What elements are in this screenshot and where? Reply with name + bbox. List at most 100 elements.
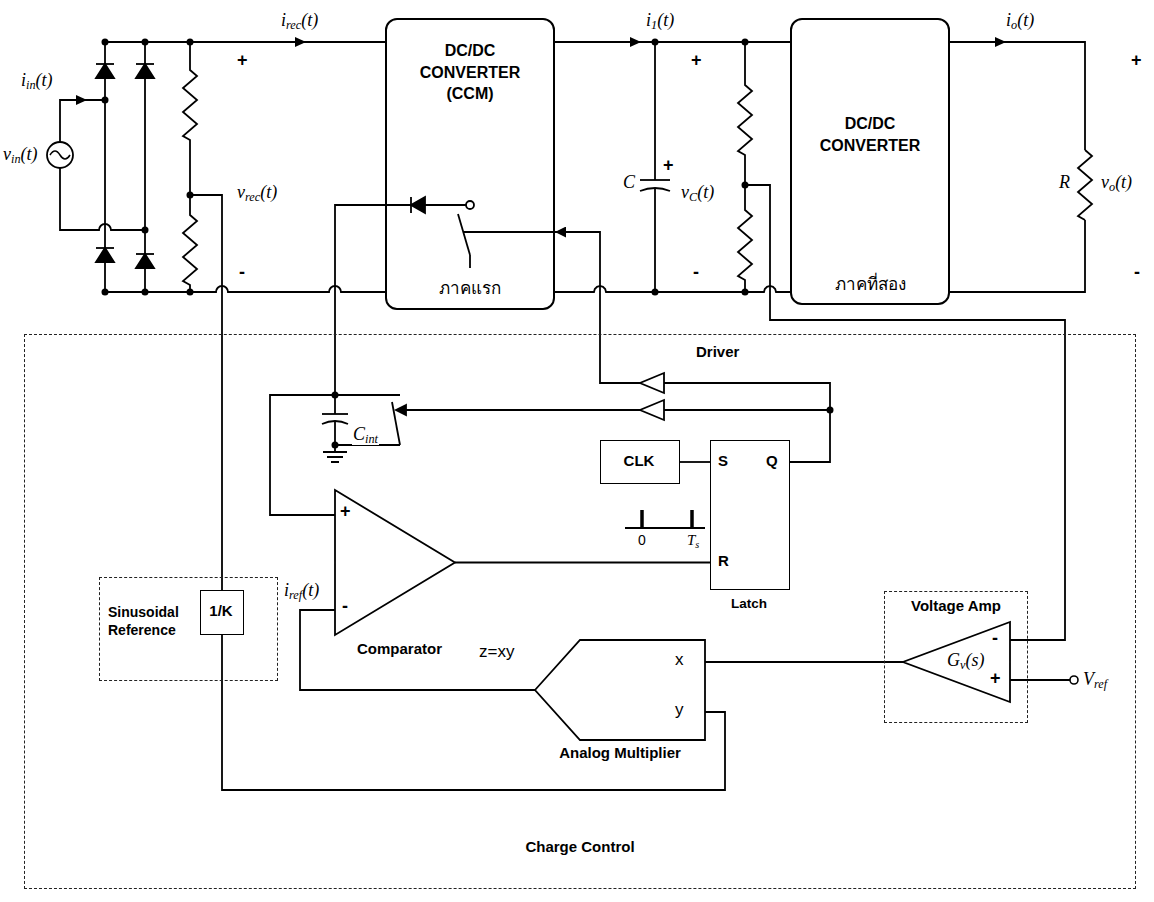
signal-name: i1(t): [645, 10, 675, 31]
node-text: ภาคแรก: [387, 274, 553, 301]
component-name: R: [1058, 172, 1071, 193]
wire-connector: [680, 461, 710, 463]
subscript: C: [689, 190, 697, 204]
amplifier-symbol-outline: [903, 622, 1010, 702]
diode-symbol: [96, 247, 114, 249]
subscript: int: [365, 432, 378, 446]
component-name: C: [622, 172, 636, 193]
capacitor-symbol: [640, 188, 670, 191]
node-title: 1/K: [201, 602, 241, 619]
subscript: ref: [1094, 677, 1107, 691]
node-title: Voltage Amp: [885, 597, 1027, 614]
diode-symbol: [136, 63, 154, 65]
wire: [60, 42, 1085, 680]
junction-dot: [332, 392, 339, 399]
subscript: in: [11, 152, 21, 166]
current-arrow: [76, 37, 1006, 105]
junction-dot: [187, 39, 194, 46]
wire: [745, 185, 1065, 640]
junction-dot: [102, 39, 749, 449]
wire: [654, 42, 656, 180]
subscript: s: [695, 539, 699, 550]
wire-connector: [455, 562, 710, 564]
converter-box: DC/DC CONVERTER (CCM)ภาคแรก: [385, 18, 555, 310]
switch-symbol: [396, 405, 406, 415]
capacitor-symbol: [322, 180, 670, 424]
signal-name: iin(t): [20, 70, 54, 91]
junction-dot: [827, 407, 834, 414]
junction-dot: [102, 97, 109, 104]
junction-dot: [142, 39, 149, 46]
component-name: Cint: [352, 424, 379, 445]
diode-symbol: [96, 64, 425, 268]
polarity-sign: -: [238, 262, 246, 283]
node-text: ภาคที่สอง: [792, 270, 948, 297]
comparator-symbol-outline: [335, 490, 455, 635]
capacitor-symbol: [322, 421, 348, 424]
node-title: Sinusoidal Reference: [108, 604, 198, 639]
node-text: Gv(s): [947, 650, 984, 671]
wire: [60, 100, 105, 142]
comparator-symbol: +-Comparator: [335, 490, 455, 665]
node-title: CLK: [601, 452, 677, 469]
wire: [464, 231, 555, 233]
junction-dot: [742, 182, 749, 189]
subscript: rec: [245, 190, 260, 204]
subscript: rec: [286, 18, 301, 32]
wire-connector: [555, 286, 790, 292]
node-text: y: [675, 700, 684, 720]
resistor-symbol: [1078, 150, 1092, 220]
subscript: o: [1011, 18, 1017, 32]
wire: [1010, 679, 1070, 681]
polarity-sign: +: [236, 50, 249, 71]
formula-label: z=xy: [478, 642, 515, 662]
polarity-sign: +: [690, 50, 703, 71]
polarity-sign: -: [692, 262, 700, 283]
clock-pulse: [642, 510, 692, 528]
signal-name: io(t): [1005, 10, 1035, 31]
resistor-symbol: [183, 42, 1092, 292]
signal-name: irec(t): [280, 10, 319, 31]
signal-name: vo(t): [1100, 172, 1133, 193]
multiplier-symbol: xyAnalog Multiplier: [535, 640, 705, 765]
signal-name: iref(t): [283, 580, 320, 601]
junction-dot: [102, 289, 109, 296]
driver-buffer: [640, 373, 664, 420]
source-symbol: [47, 142, 73, 168]
diode-symbol: [136, 254, 154, 268]
junction-dot: [142, 289, 149, 296]
node-text: R: [718, 552, 729, 569]
diode-symbol: [411, 197, 425, 213]
subscript: in: [26, 78, 36, 92]
node-text: +: [990, 668, 1001, 689]
wire: [60, 168, 145, 230]
diode-symbol: [136, 253, 154, 255]
junction-dot: [142, 227, 149, 234]
subscript: ref: [289, 588, 302, 602]
comparator-symbol-outline: [335, 490, 455, 635]
diode-symbol: [96, 63, 114, 65]
current-arrow: [995, 37, 1006, 47]
wire-connector: [222, 635, 725, 790]
junction-dot: [827, 407, 834, 414]
diode-symbol: [96, 248, 114, 262]
capacitor-symbol: [640, 179, 670, 181]
source-symbol: [50, 151, 70, 159]
time-mark: Ts: [686, 532, 700, 549]
junction-dot: [187, 192, 194, 199]
node-title: +: [340, 501, 351, 522]
subscript: o: [1109, 180, 1115, 194]
node-title: S: [718, 452, 728, 469]
signal-name: vrec(t): [236, 182, 278, 203]
node-text: Q: [766, 452, 778, 469]
resistor-symbol: [183, 42, 197, 292]
capacitor-symbol: [322, 413, 348, 415]
multiplier-symbol-outline: [535, 640, 705, 740]
diode-symbol: [410, 197, 412, 213]
polarity-sign: +: [662, 155, 675, 176]
terminal: [1070, 676, 1078, 684]
driver-buffer: [640, 373, 664, 393]
